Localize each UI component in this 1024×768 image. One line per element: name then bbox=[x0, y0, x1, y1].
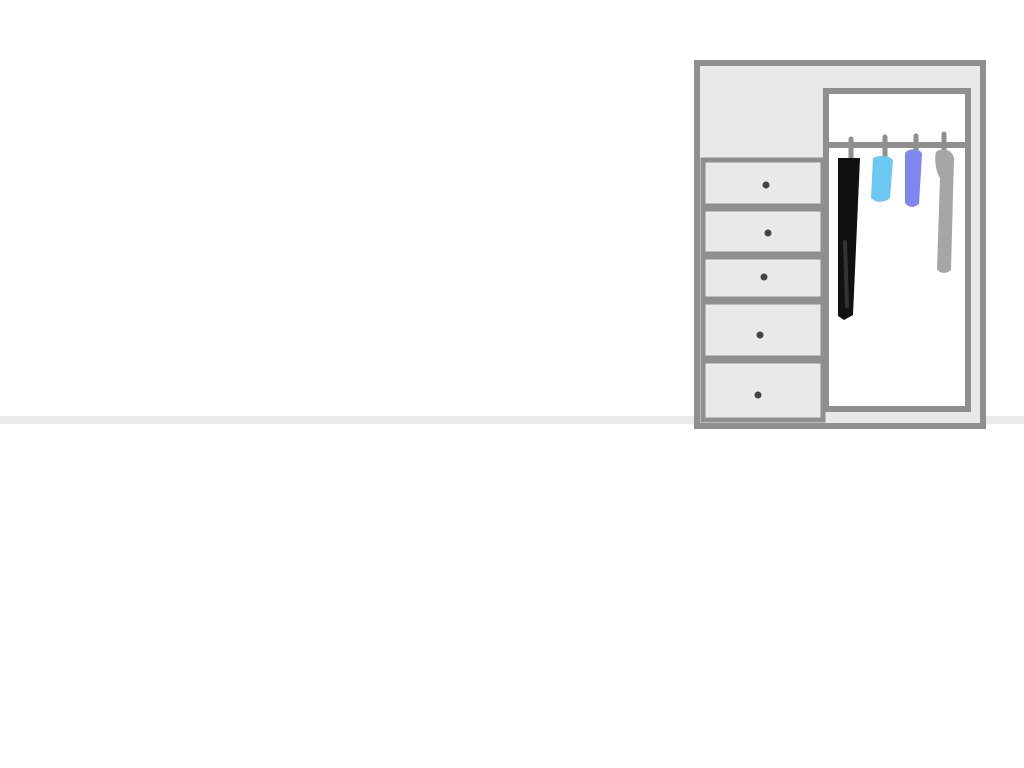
purple-garment[interactable] bbox=[905, 149, 922, 207]
drawer-1[interactable] bbox=[700, 157, 826, 209]
top-compartment bbox=[703, 69, 823, 158]
drawer-knob-5 bbox=[754, 391, 762, 399]
drawer-knob-3 bbox=[760, 273, 768, 281]
clothes bbox=[838, 149, 954, 320]
drawer-2[interactable] bbox=[700, 206, 826, 257]
drawer-4[interactable] bbox=[700, 299, 826, 361]
black-garment[interactable] bbox=[838, 158, 860, 320]
gray-garment[interactable] bbox=[935, 149, 954, 273]
floor-line bbox=[0, 416, 1024, 424]
black-garment-shadow bbox=[843, 240, 849, 308]
drawer-5[interactable] bbox=[700, 358, 826, 423]
light-blue-garment[interactable] bbox=[871, 155, 893, 202]
wardrobe[interactable] bbox=[694, 60, 986, 429]
drawer-knob-1 bbox=[762, 181, 770, 189]
drawer-knob-4 bbox=[756, 331, 764, 339]
hanging-compartment[interactable] bbox=[823, 88, 971, 412]
drawer-knob-2 bbox=[764, 229, 772, 237]
drawers bbox=[700, 157, 826, 423]
